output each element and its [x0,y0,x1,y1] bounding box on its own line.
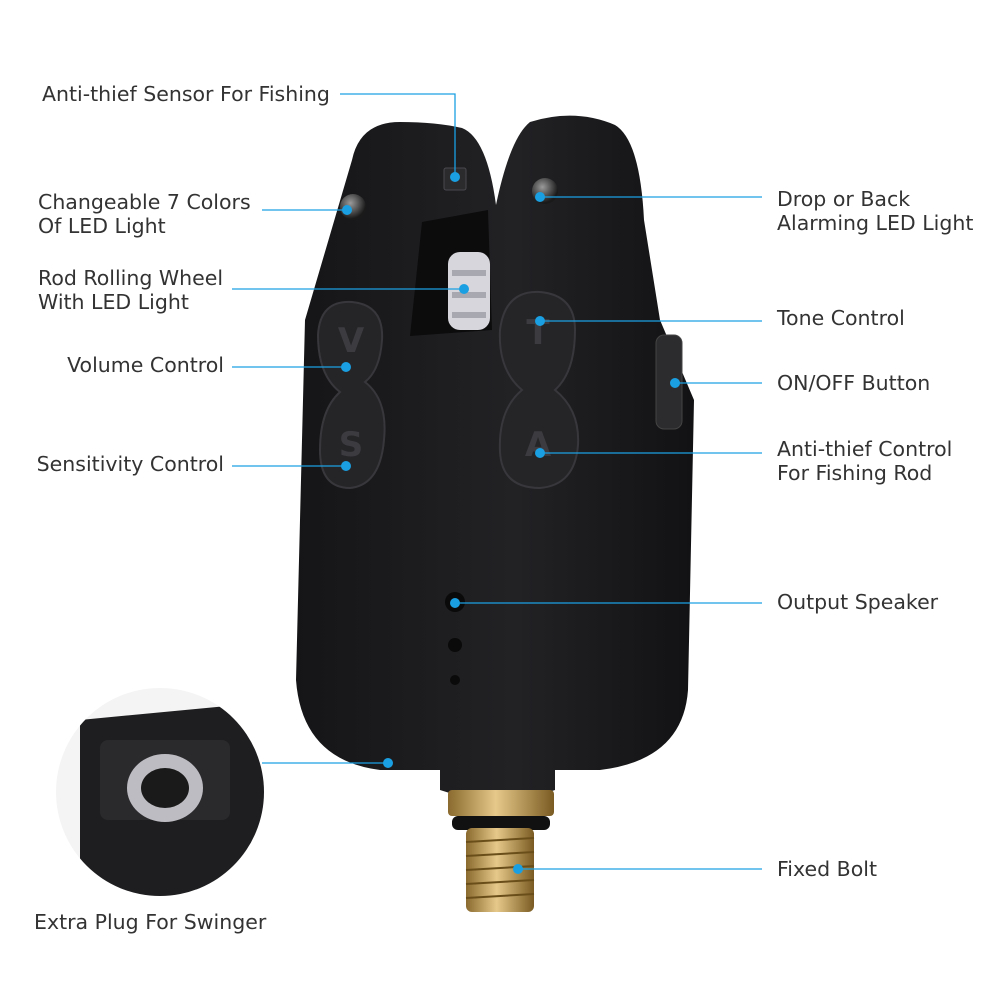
label-drop-back-line1: Drop or Back [777,187,911,211]
label-output-speaker-text: Output Speaker [777,590,939,614]
label-anti-thief-sensor: Anti-thief Sensor For Fishing [42,82,330,106]
label-volume-control: Volume Control [67,353,224,377]
label-fixed-bolt: Fixed Bolt [777,857,877,881]
led-right-icon [532,178,558,204]
label-on-off-text: ON/OFF Button [777,371,931,395]
rolling-wheel-icon [448,252,490,330]
label-rod-wheel-line1: Rod Rolling Wheel [38,266,224,290]
callout-dot [535,316,545,326]
bolt-nut-icon [448,790,554,816]
label-anti-thief-control-line1: Anti-thief Control [777,437,953,461]
label-changeable-led: Changeable 7 Colors Of LED Light [38,190,251,238]
callout-dot [341,362,351,372]
label-anti-thief-sensor-text: Anti-thief Sensor For Fishing [42,82,330,106]
label-drop-back-line2: Alarming LED Light [777,211,974,235]
label-on-off: ON/OFF Button [777,371,930,395]
anti-thief-button[interactable]: A [525,425,552,465]
label-extra-plug-text: Extra Plug For Swinger [34,910,267,934]
label-tone-control-text: Tone Control [777,306,905,330]
label-changeable-led-line2: Of LED Light [38,214,166,238]
callout-dot [535,448,545,458]
volume-button[interactable]: V [338,321,365,361]
callout-dot [383,758,393,768]
callout-dot [450,598,460,608]
switch-icon [655,334,683,430]
callout-line-anti-thief-sensor [340,93,456,177]
callout-dot [459,284,469,294]
label-anti-thief-control-line2: For Fishing Rod [777,461,933,485]
bolt-thread-icon [466,828,534,912]
label-output-speaker: Output Speaker [777,590,938,614]
swinger-plug-inset [56,688,264,896]
label-sensitivity-control-text: Sensitivity Control [36,452,224,476]
sensitivity-button[interactable]: S [339,425,364,465]
label-drop-back: Drop or Back Alarming LED Light [777,187,973,235]
callout-dot [535,192,545,202]
label-rod-wheel-line2: With LED Light [38,290,189,314]
label-fixed-bolt-text: Fixed Bolt [777,857,877,881]
callout-dot [450,172,460,182]
label-tone-control: Tone Control [777,306,905,330]
label-rod-wheel: Rod Rolling Wheel With LED Light [38,266,223,314]
label-anti-thief-control: Anti-thief Control For Fishing Rod [777,437,952,485]
callout-dot [513,864,523,874]
callout-dot [341,461,351,471]
label-sensitivity-control: Sensitivity Control [37,452,224,476]
callout-dot [670,378,680,388]
label-extra-plug: Extra Plug For Swinger [34,910,266,934]
label-changeable-led-line1: Changeable 7 Colors [38,190,251,214]
bite-alarm-body [296,115,694,912]
callout-dot [342,205,352,215]
label-volume-control-text: Volume Control [67,353,224,377]
